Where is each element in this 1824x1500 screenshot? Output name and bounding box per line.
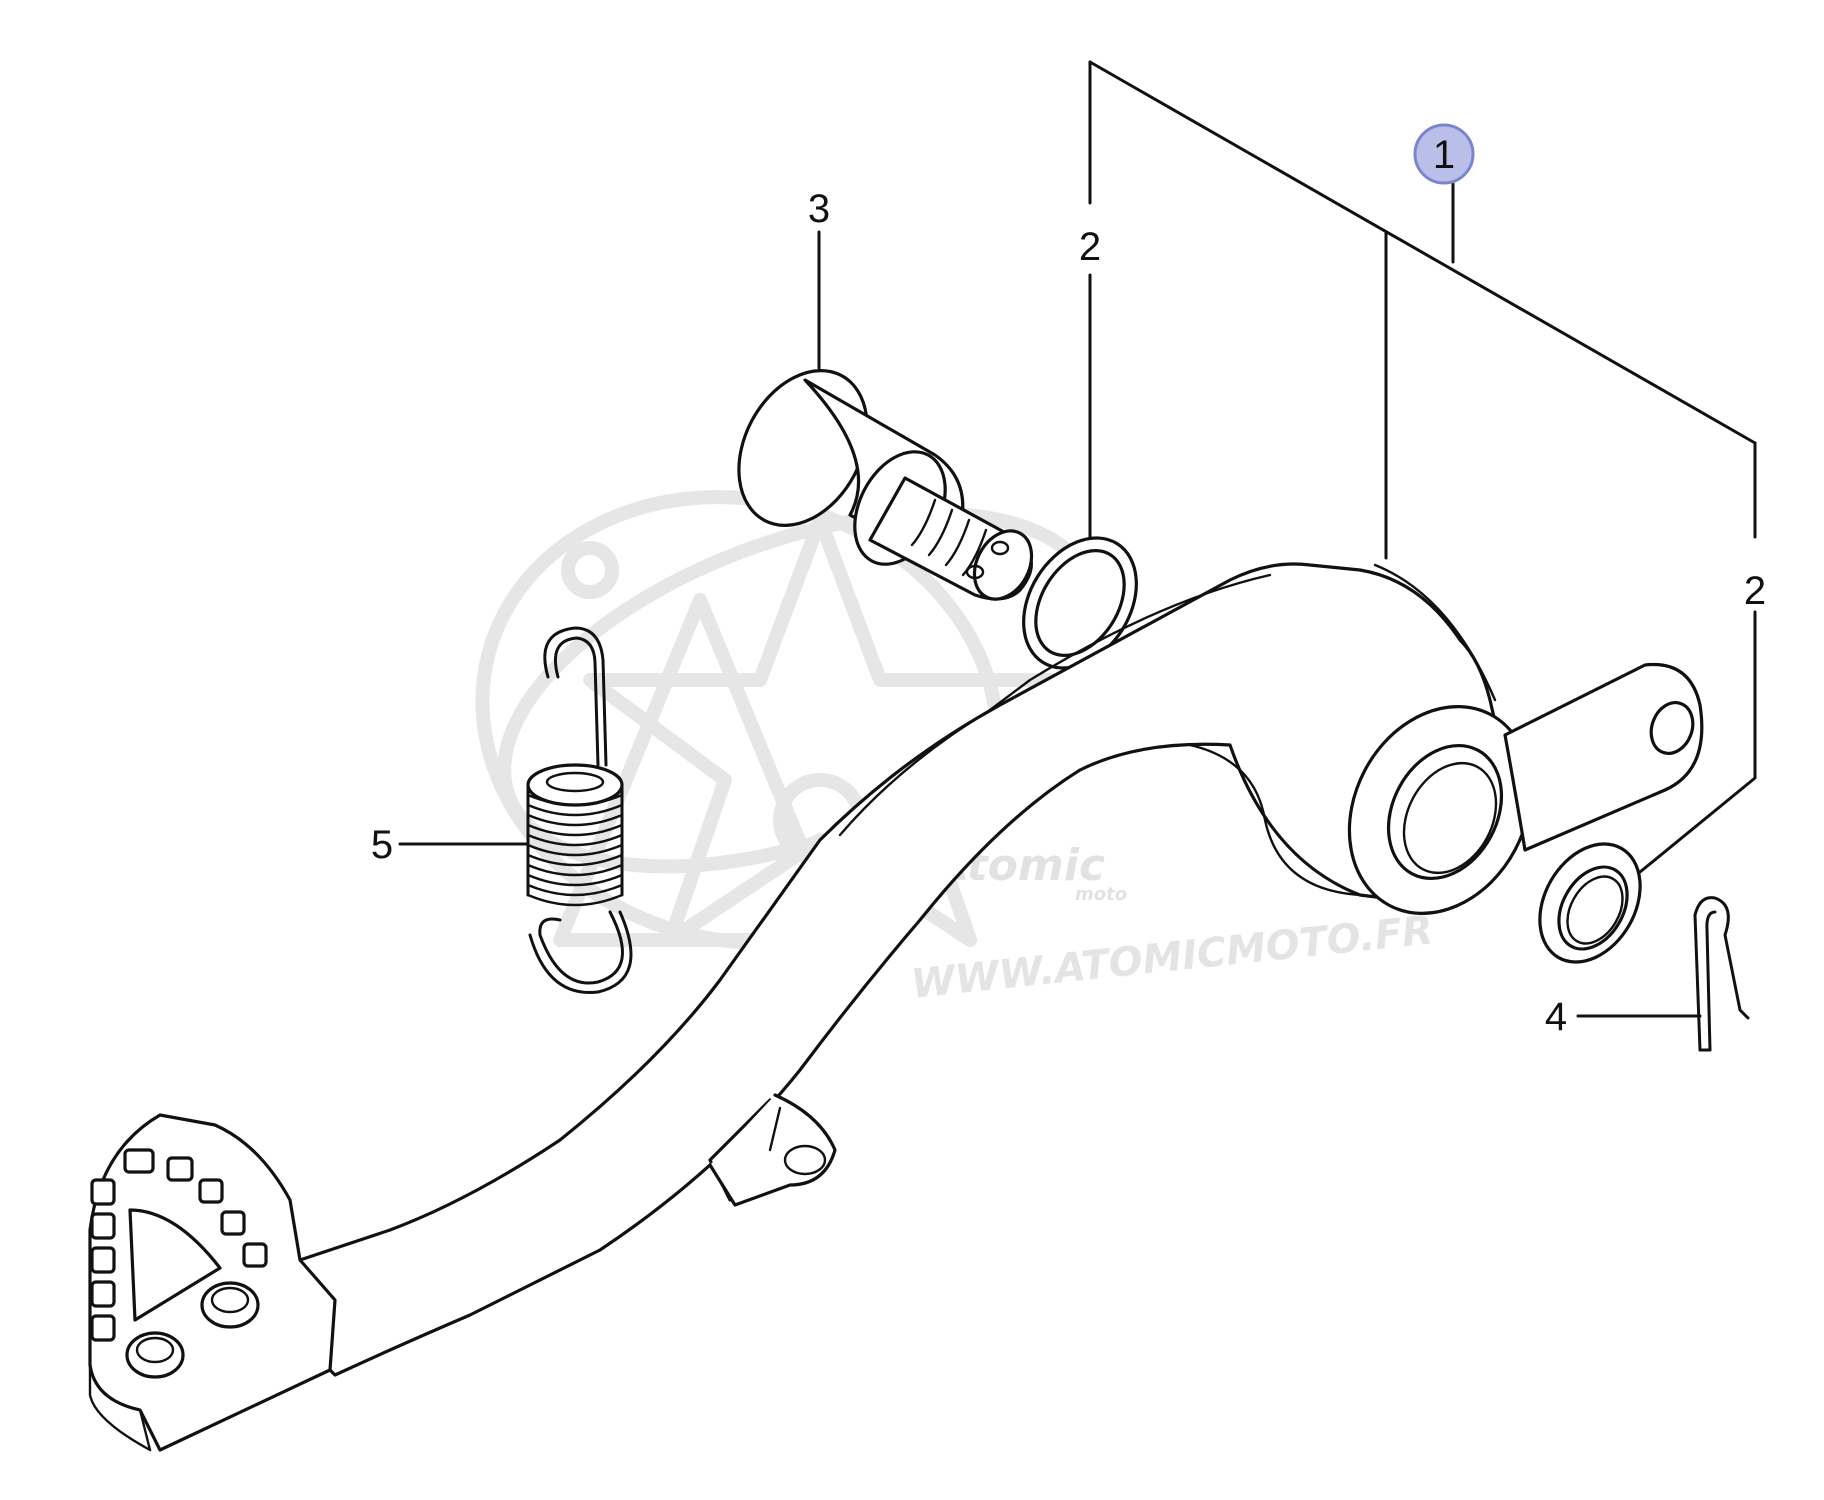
callout-5-label[interactable]: 5 xyxy=(371,823,393,867)
callout-4-label[interactable]: 4 xyxy=(1545,995,1567,1039)
return-spring xyxy=(526,626,633,995)
callout-1-highlight xyxy=(1413,123,1475,185)
watermark-url: WWW.ATOMICMOTO.FR xyxy=(909,907,1435,1008)
pivot-bolt xyxy=(737,369,1034,601)
cotter-pin xyxy=(1693,896,1750,1052)
callout-1[interactable]: 1 xyxy=(1413,123,1475,185)
callout-2-right-label[interactable]: 2 xyxy=(1744,569,1766,613)
callout-1-label: 1 xyxy=(1433,133,1455,177)
callout-3-label[interactable]: 3 xyxy=(808,187,830,231)
brake-pedal-assembly xyxy=(88,562,1704,1452)
o-ring-right xyxy=(1538,842,1642,964)
callout-2-left-label[interactable]: 2 xyxy=(1079,225,1101,269)
leader-lines xyxy=(398,60,1757,1018)
watermark-sub: moto xyxy=(1075,884,1127,905)
callout-labels: 1 2 2 3 4 5 xyxy=(371,123,1766,1039)
